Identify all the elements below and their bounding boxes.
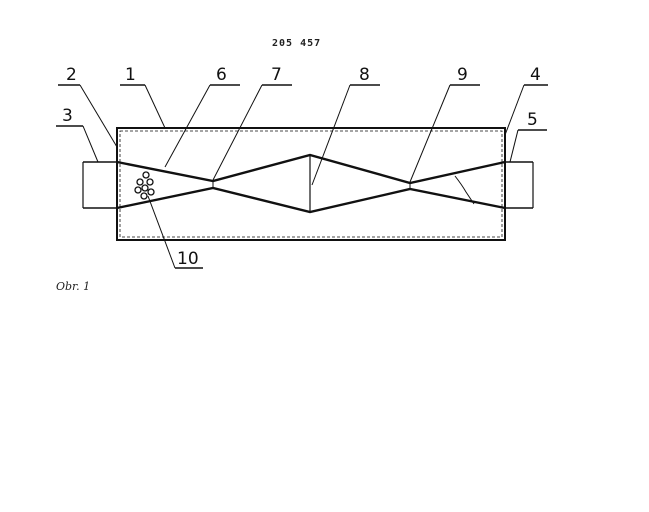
label-4: 4	[530, 65, 541, 85]
figure-caption: Obr. 1	[56, 280, 90, 293]
label-3: 3	[62, 106, 73, 126]
label-2: 2	[66, 65, 77, 85]
inlet-pipe	[83, 162, 117, 208]
label-10: 10	[177, 249, 199, 269]
label-6: 6	[216, 65, 227, 85]
label-9: 9	[457, 65, 468, 85]
outer-housing	[117, 128, 505, 240]
label-1: 1	[125, 65, 136, 85]
label-7: 7	[271, 65, 282, 85]
venturi-channel	[117, 155, 505, 212]
label-5: 5	[527, 110, 538, 130]
outlet-pipe	[505, 162, 533, 208]
particles	[135, 172, 154, 199]
label-8: 8	[359, 65, 370, 85]
